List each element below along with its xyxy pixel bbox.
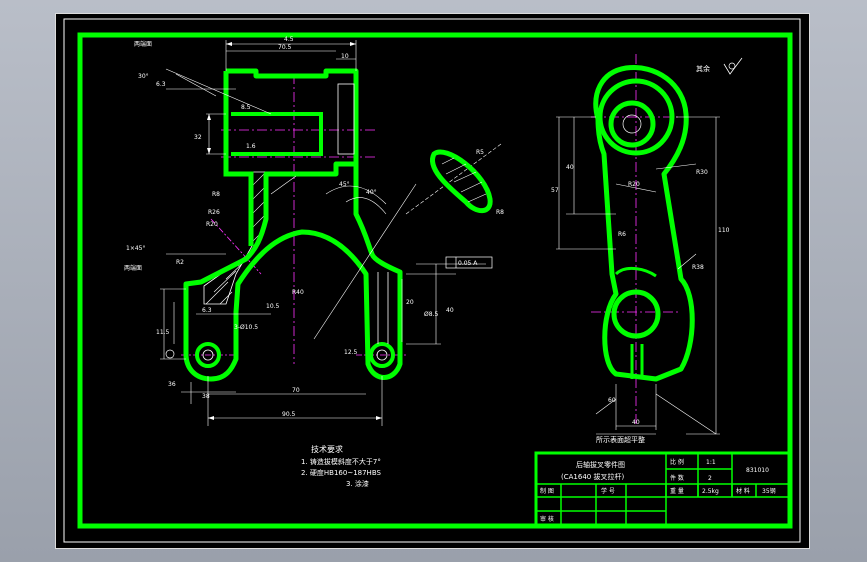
fork-rib [337,83,355,155]
lever-outline [593,65,695,382]
dim-angle-left: 30° [138,73,149,80]
lever-dim-110: 110 [718,227,730,234]
lever-dim-r20: R20 [628,181,640,188]
fork-dimension-lines [160,40,486,426]
fork-hole-left [195,342,221,368]
dim-t: 40 [446,307,454,314]
tech-item-3: 3. 涂漆 [346,479,369,488]
dim-j: 45° [339,181,350,188]
part-name-1: 后轴拔叉零件图 [576,460,625,469]
material-value: 35钢 [762,487,776,495]
lever-bottom-hole [611,289,661,339]
fork-slot [231,112,323,156]
dim-a: 32 [194,134,202,141]
drawing-viewport[interactable]: 4.5 70.5 10 30° 6.3 8.5 1.6 32 R26 R20 1… [55,13,810,549]
green-border [77,32,793,529]
note-left-2: 两端面 [124,264,142,272]
fork-hole-right-inner [376,349,388,361]
section-hatch [441,157,487,203]
finish-mark-symbol [723,57,743,75]
check-label: 审 核 [540,515,554,523]
section-dim-r: R5 [476,149,484,156]
tech-requirements: 技术要求 1. 铸造拔模斜度不大于7° 2. 硬度HB160~187HBS 3.… [301,444,381,488]
fork-outline [183,68,403,382]
fork-left-stem [223,71,254,246]
note-left: 两端面 [134,40,152,48]
dim-l: 12.5 [344,349,358,356]
dim-q: 90.5 [282,411,296,418]
tech-title: 技术要求 [311,444,343,454]
lever-dim-40: 40 [566,164,574,171]
dim-e: R8 [212,191,220,198]
fork-view: 4.5 70.5 10 30° 6.3 8.5 1.6 32 R26 R20 1… [124,36,493,426]
date-label: 学 号 [601,487,615,495]
dim-i: R40 [292,289,304,296]
dim-h: 3-Ø10.5 [234,324,258,331]
draw-label: 制 图 [540,487,554,495]
dim-c: R20 [206,221,218,228]
lever-top-hole [608,100,656,148]
outer-frame [63,18,801,543]
part-name-2: (CA1640 拔叉拉杆) [561,472,624,481]
dim-o: 38 [202,393,210,400]
dim-g: 10.5 [266,303,280,310]
weight-label: 重 量 [670,487,684,495]
dim-chamfer: 1×45° [126,245,145,252]
tech-item-1: 1. 铸造拔模斜度不大于7° [301,457,381,466]
dim-1-6: 1.6 [246,143,256,150]
title-block-frame [534,451,792,528]
lever-top-boss [597,78,675,156]
lever-dim-40b: 40 [632,419,640,426]
dim-m: 20 [406,299,414,306]
lever-caption: 所示表面超平整 [596,435,645,444]
material-label: 材 料 [736,487,750,495]
weight-value: 2.5kg [702,488,719,495]
removed-section: R5 R8 [405,143,504,216]
datum-a-circle [165,349,175,359]
fork-dim-arrows [207,42,382,420]
dim-n: Ø8.5 [424,311,438,318]
qty-value: 2 [708,475,712,482]
title-block-grid [536,453,790,526]
lever-dim-r38: R38 [692,264,704,271]
lever-dim-r30: R30 [696,169,708,176]
fork-hole-right [369,342,395,368]
lever-top-hole-inner [622,114,642,134]
dim-r: 11.5 [156,329,170,336]
lever-view: 57 40 110 R20 R30 60 40 R38 R6 所示表面超平整 其… [551,54,743,444]
qty-label: 件 数 [670,474,684,482]
section-dim-r2: R8 [496,209,504,216]
tolerance-value: 0.05 A [458,260,478,267]
dim-s: 36 [168,381,176,388]
lever-dim-57: 57 [551,187,559,194]
scale-label: 比 例 [670,458,684,466]
dim-8-5: 8.5 [241,104,251,111]
dim-d: R2 [176,259,184,266]
lever-dim-60: 60 [608,397,616,404]
finish-mark-label: 其余 [696,64,710,73]
dim-finish-left: 6.3 [156,81,166,88]
cad-drawing: 4.5 70.5 10 30° 6.3 8.5 1.6 32 R26 R20 1… [63,18,801,543]
lever-break-line [614,266,657,278]
tolerance-frame [445,256,493,269]
tech-item-2: 2. 硬度HB160~187HBS [301,468,381,477]
scale-value: 1:1 [706,459,716,466]
lever-dimension-lines [556,116,720,435]
dim-top-total: 4.5 [284,36,294,43]
dim-f: 6.3 [202,307,212,314]
dim-b: R26 [208,209,220,216]
dim-rib-width: 10 [341,53,349,60]
fork-hole-left-inner [202,349,214,361]
dim-top-width: 70.5 [278,44,292,51]
lever-dim-r6: R6 [618,231,626,238]
dim-k: 40° [366,189,377,196]
dim-p: 70 [292,387,300,394]
section-outline [430,149,493,214]
title-block: 后轴拔叉零件图 (CA1640 拔叉拉杆) 比 例 1:1 件 数 2 8310… [534,451,792,528]
drawing-number: 831010 [746,467,769,474]
